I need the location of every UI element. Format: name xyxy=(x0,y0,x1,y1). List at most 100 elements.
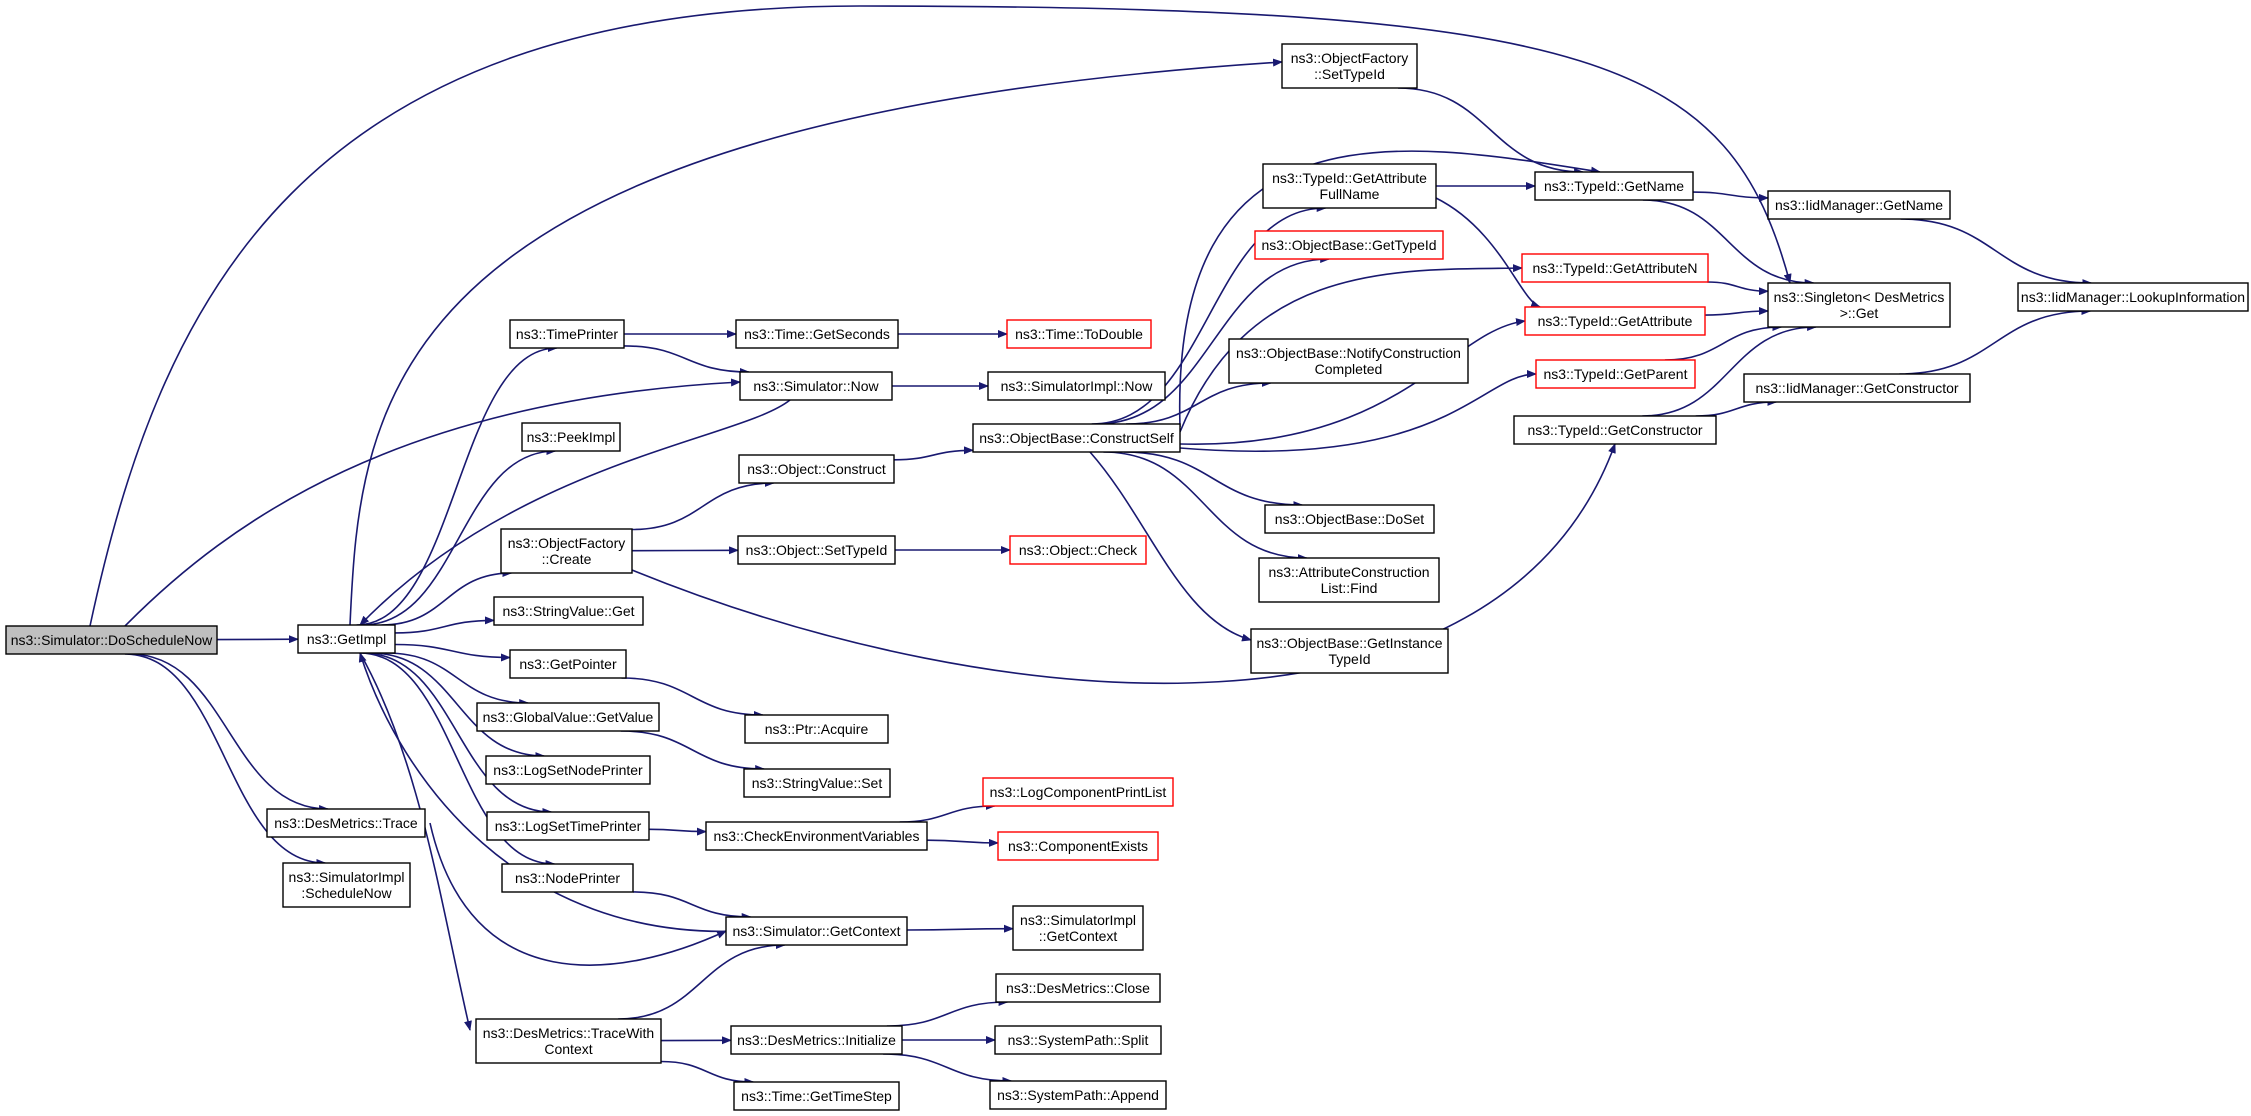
edge-do-schedule-now-to-singleton-get xyxy=(89,5,1792,627)
node-label: ns3::StringValue::Get xyxy=(502,603,634,619)
node-objectbase-gettypeid[interactable]: ns3::ObjectBase::GetTypeId xyxy=(1254,230,1444,260)
node-label: ns3::SystemPath::Append xyxy=(997,1087,1159,1103)
node-iidmanager-getconstructor[interactable]: ns3::IidManager::GetConstructor xyxy=(1743,373,1971,403)
edge-timeprinter-to-simulator-now xyxy=(623,345,750,376)
node-typeid-getparent[interactable]: ns3::TypeId::GetParent xyxy=(1535,359,1696,389)
node-simimpl-now[interactable]: ns3::SimulatorImpl::Now xyxy=(987,371,1166,401)
node-label: ns3::Time::GetSeconds xyxy=(744,326,890,342)
node-componentexists[interactable]: ns3::ComponentExists xyxy=(997,831,1159,861)
edge-get-impl-to-logsettimeprinter xyxy=(363,652,553,816)
node-box xyxy=(500,528,633,574)
edge-typeid-getattribute-to-singleton-get xyxy=(1704,307,1769,316)
edge-get-impl-to-logsetnodeprinter xyxy=(370,652,546,760)
node-nodeprinter[interactable]: ns3::NodePrinter xyxy=(501,863,634,893)
edge-checkenvvars-to-logcomponentprintlist xyxy=(899,802,996,823)
node-time-gettimestep[interactable]: ns3::Time::GetTimeStep xyxy=(733,1081,900,1111)
node-typeid-getattribute[interactable]: ns3::TypeId::GetAttribute xyxy=(1524,306,1706,336)
node-get-impl[interactable]: ns3::GetImpl xyxy=(297,624,396,654)
node-desmetrics-trace[interactable]: ns3::DesMetrics::Trace xyxy=(266,808,426,838)
edge-typeid-getattributen-to-singleton-get xyxy=(1707,281,1769,296)
node-globalvalue-getvalue[interactable]: ns3::GlobalValue::GetValue xyxy=(476,702,660,732)
node-singleton-get[interactable]: ns3::Singleton< DesMetrics>::Get xyxy=(1767,282,1951,328)
node-label: ns3::CheckEnvironmentVariables xyxy=(714,828,920,844)
node-typeid-getattributen[interactable]: ns3::TypeId::GetAttributeN xyxy=(1521,253,1709,283)
node-simulator-getcontext[interactable]: ns3::Simulator::GetContext xyxy=(725,916,908,946)
node-box xyxy=(509,319,625,349)
node-box xyxy=(1534,171,1694,201)
node-typeid-getname[interactable]: ns3::TypeId::GetName xyxy=(1534,171,1694,201)
node-box xyxy=(5,625,218,655)
node-iidmanager-getname[interactable]: ns3::IidManager::GetName xyxy=(1767,190,1951,220)
node-systempath-append[interactable]: ns3::SystemPath::Append xyxy=(989,1080,1167,1110)
node-desmetrics-close[interactable]: ns3::DesMetrics::Close xyxy=(995,973,1161,1003)
node-label: ns3::DesMetrics::Trace xyxy=(274,815,418,831)
edge-iidmanager-getconstructor-to-iidmanager-lookupinformation xyxy=(1899,307,2092,375)
node-label: TypeId xyxy=(1328,651,1370,667)
node-label: ns3::TypeId::GetConstructor xyxy=(1527,422,1702,438)
node-label: :ScheduleNow xyxy=(301,885,392,901)
edge-typeid-getname-to-iidmanager-getname xyxy=(1692,191,1769,202)
node-box xyxy=(297,624,396,654)
node-simimpl-getcontext[interactable]: ns3::SimulatorImpl::GetContext xyxy=(1012,905,1144,951)
node-object-settypeid[interactable]: ns3::Object::SetTypeId xyxy=(737,535,896,565)
node-timeprinter[interactable]: ns3::TimePrinter xyxy=(509,319,625,349)
node-simimpl-schedulenow[interactable]: ns3::SimulatorImpl:ScheduleNow xyxy=(282,862,411,908)
node-do-schedule-now[interactable]: ns3::Simulator::DoScheduleNow xyxy=(5,625,218,655)
node-box xyxy=(1524,306,1706,336)
node-box xyxy=(738,454,895,484)
node-object-check[interactable]: ns3::Object::Check xyxy=(1009,535,1147,565)
node-time-getseconds[interactable]: ns3::Time::GetSeconds xyxy=(735,319,899,349)
node-time-todouble[interactable]: ns3::Time::ToDouble xyxy=(1006,319,1152,349)
node-stringvalue-set[interactable]: ns3::StringValue::Set xyxy=(743,768,891,798)
node-box xyxy=(987,371,1166,401)
node-box xyxy=(1513,415,1717,445)
node-peekimpl[interactable]: ns3::PeekImpl xyxy=(521,422,621,452)
node-label: ns3::SystemPath::Split xyxy=(1008,1032,1149,1048)
edge-objectbase-constructself-to-typeid-getattributefullname xyxy=(1091,204,1327,425)
node-getpointer[interactable]: ns3::GetPointer xyxy=(509,649,627,679)
node-box xyxy=(743,768,891,798)
node-box xyxy=(493,596,644,626)
node-ptr-acquire[interactable]: ns3::Ptr::Acquire xyxy=(744,714,889,744)
node-label: ::Create xyxy=(542,551,592,567)
node-objfactory-settypeid[interactable]: ns3::ObjectFactory::SetTypeId xyxy=(1281,43,1418,89)
node-logcomponentprintlist[interactable]: ns3::LogComponentPrintList xyxy=(982,777,1174,807)
node-objfactory-create[interactable]: ns3::ObjectFactory::Create xyxy=(500,528,633,574)
node-stringvalue-get[interactable]: ns3::StringValue::Get xyxy=(493,596,644,626)
node-label: ns3::ObjectFactory xyxy=(508,535,626,551)
edge-get-impl-to-peekimpl xyxy=(362,447,557,626)
edge-logsettimeprinter-to-checkenvvars xyxy=(648,827,707,836)
node-box xyxy=(2017,282,2249,312)
node-iidmanager-lookupinformation[interactable]: ns3::IidManager::LookupInformation xyxy=(2017,282,2249,312)
node-objectbase-doset[interactable]: ns3::ObjectBase::DoSet xyxy=(1264,504,1435,534)
edge-objectbase-constructself-to-attributeconstructionlist-find xyxy=(1103,451,1308,562)
node-box xyxy=(282,862,411,908)
node-label: ns3::ObjectBase::GetTypeId xyxy=(1261,237,1436,253)
node-box xyxy=(475,1018,662,1064)
edge-objfactory-create-to-typeid-getconstructor xyxy=(631,443,1616,685)
node-logsetnodeprinter[interactable]: ns3::LogSetNodePrinter xyxy=(485,755,651,785)
node-label: ns3::ObjectFactory xyxy=(1291,50,1409,66)
node-box xyxy=(1258,557,1440,603)
node-objectbase-constructself[interactable]: ns3::ObjectBase::ConstructSelf xyxy=(972,423,1181,453)
node-logsettimeprinter[interactable]: ns3::LogSetTimePrinter xyxy=(486,811,650,841)
node-typeid-getconstructor[interactable]: ns3::TypeId::GetConstructor xyxy=(1513,415,1717,445)
node-objectbase-notifyconstructioncompleted[interactable]: ns3::ObjectBase::NotifyConstructionCompl… xyxy=(1228,338,1469,384)
node-label: >::Get xyxy=(1840,305,1879,321)
edge-objectbase-constructself-to-typeid-getattribute xyxy=(1179,318,1526,445)
node-object-construct[interactable]: ns3::Object::Construct xyxy=(738,454,895,484)
node-label: ns3::SimulatorImpl xyxy=(289,869,405,885)
node-box xyxy=(705,821,928,851)
node-label: ::GetContext xyxy=(1039,928,1118,944)
node-systempath-split[interactable]: ns3::SystemPath::Split xyxy=(994,1025,1162,1055)
node-checkenvvars[interactable]: ns3::CheckEnvironmentVariables xyxy=(705,821,928,851)
node-desmetrics-initialize[interactable]: ns3::DesMetrics::Initialize xyxy=(730,1025,903,1055)
node-box xyxy=(725,916,908,946)
node-label: ns3::Singleton< DesMetrics xyxy=(1774,289,1945,305)
node-simulator-now[interactable]: ns3::Simulator::Now xyxy=(739,371,893,401)
